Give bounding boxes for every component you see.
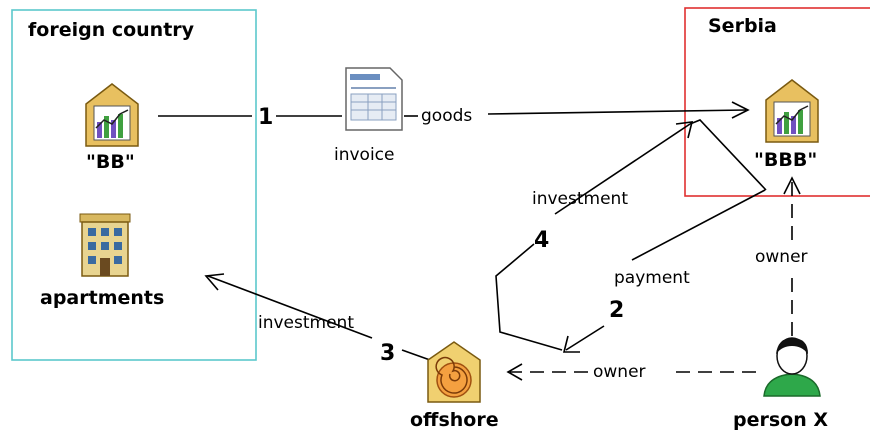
step-number-3: 3 [380, 341, 395, 366]
arrowhead [783, 176, 801, 195]
invoice-document-icon [345, 67, 403, 131]
serbia-title: Serbia [708, 15, 777, 37]
foreign-country-region [11, 9, 257, 361]
node-label-offshore: offshore [410, 409, 499, 431]
node-label-bbb: "BBB" [754, 149, 817, 171]
company-chart-icon [765, 79, 819, 143]
node-offshore[interactable]: offshore [410, 341, 499, 431]
edge-label-investment-apartments: investment [258, 313, 354, 333]
step-number-2: 2 [609, 298, 624, 323]
step-number-1: 1 [258, 105, 273, 130]
node-person[interactable]: person X [733, 337, 828, 431]
arrowhead [731, 101, 750, 119]
foreign-country-title: foreign country [28, 19, 195, 41]
person-icon [763, 337, 821, 397]
serbia-region [684, 7, 870, 197]
node-label-invoice: invoice [334, 145, 395, 165]
arrowhead [506, 363, 523, 381]
edge-goods: 1 goods [158, 101, 750, 130]
node-label-bb: "BB" [86, 151, 135, 173]
building-icon [79, 213, 131, 277]
edge-label-goods: goods [421, 106, 472, 126]
step-number-4: 4 [534, 228, 549, 253]
edge-label-investment-bbb: investment [532, 189, 628, 209]
node-invoice[interactable]: invoice [334, 67, 403, 165]
node-label-apartments: apartments [40, 287, 164, 309]
edge-investment-apartments: investment 3 [204, 273, 431, 366]
arrowhead [675, 121, 694, 139]
node-bbb[interactable]: "BBB" [754, 79, 819, 171]
edge-label-payment: payment [614, 268, 690, 288]
company-chart-icon [85, 83, 139, 147]
edge-label-owner-offshore: owner [593, 362, 646, 382]
arrowhead [204, 273, 225, 291]
edge-owner-bbb: owner [755, 176, 808, 336]
arrowhead [562, 335, 580, 353]
node-apartments[interactable]: apartments [40, 213, 164, 309]
shell-company-icon [427, 341, 481, 403]
edge-payment: payment 2 [562, 189, 766, 353]
node-label-person: person X [733, 409, 828, 431]
edge-label-owner-bbb: owner [755, 247, 808, 267]
node-bb[interactable]: "BB" [85, 83, 139, 173]
edge-owner-offshore: owner [506, 362, 756, 382]
edge-investment-bbb: investment 4 [495, 119, 767, 351]
